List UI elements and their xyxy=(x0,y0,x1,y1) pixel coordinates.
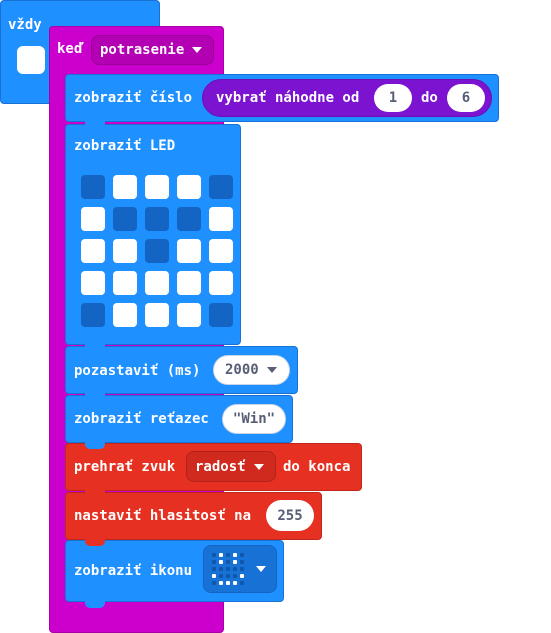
pick-random-label: vybrať náhodne od xyxy=(216,90,360,106)
play-sound-label: prehrať zvuk xyxy=(74,459,176,475)
icon-pixel xyxy=(240,574,244,578)
forever-inner-slot xyxy=(17,46,45,74)
led-cell[interactable] xyxy=(81,303,105,327)
led-cell[interactable] xyxy=(81,207,105,231)
show-leds-label: zobraziť LED xyxy=(74,138,176,154)
led-cell[interactable] xyxy=(209,271,233,295)
block-notch xyxy=(69,103,89,110)
volume-input[interactable]: 255 xyxy=(266,500,314,531)
icon-dropdown[interactable] xyxy=(203,545,277,593)
led-cell[interactable] xyxy=(145,303,169,327)
icon-pixel xyxy=(226,581,230,585)
led-cell[interactable] xyxy=(81,239,105,263)
icon-pixel xyxy=(226,567,230,571)
icon-pixel xyxy=(240,560,244,564)
icon-pixel xyxy=(226,560,230,564)
led-cell[interactable] xyxy=(209,239,233,263)
icon-pixel xyxy=(226,574,230,578)
sound-dropdown-value: radosť xyxy=(195,458,246,475)
icon-pixel xyxy=(212,581,216,585)
icon-pixel xyxy=(219,567,223,571)
pick-random-block[interactable] xyxy=(202,79,492,117)
play-sound-suffix: do konca xyxy=(283,459,351,475)
block-notch xyxy=(85,121,105,128)
chevron-down-icon xyxy=(253,463,264,470)
icon-pixel xyxy=(226,553,230,557)
block-notch xyxy=(85,601,105,608)
block-notch xyxy=(85,344,105,351)
string-input[interactable]: "Win" xyxy=(222,404,286,434)
icon-pixel xyxy=(212,553,216,557)
icon-pixel xyxy=(219,581,223,585)
set-volume-label: nastaviť hlasitosť na xyxy=(74,508,252,524)
led-cell[interactable] xyxy=(209,207,233,231)
icon-pixel xyxy=(212,574,216,578)
block-notch xyxy=(85,490,105,497)
happy-face-icon xyxy=(210,551,246,587)
icon-pixel xyxy=(240,581,244,585)
icon-pixel xyxy=(233,560,237,564)
forever-label: vždy xyxy=(8,17,42,33)
icon-pixel xyxy=(240,567,244,571)
led-cell[interactable] xyxy=(145,239,169,263)
pause-label: pozastaviť (ms) xyxy=(74,363,201,379)
led-cell[interactable] xyxy=(113,303,137,327)
icon-pixel xyxy=(233,553,237,557)
random-from-input[interactable]: 1 xyxy=(374,84,412,112)
sound-dropdown[interactable]: radosť xyxy=(186,451,276,482)
icon-pixel xyxy=(219,553,223,557)
led-cell[interactable] xyxy=(177,303,201,327)
led-cell[interactable] xyxy=(81,175,105,199)
chevron-down-icon xyxy=(256,566,266,572)
led-cell[interactable] xyxy=(209,175,233,199)
block-notch xyxy=(85,393,105,400)
icon-pixel xyxy=(233,581,237,585)
show-number-label: zobraziť číslo xyxy=(74,90,193,106)
led-cell[interactable] xyxy=(209,303,233,327)
gesture-dropdown[interactable]: potrasenie xyxy=(91,35,214,65)
icon-pixel xyxy=(233,567,237,571)
icon-pixel xyxy=(212,567,216,571)
icon-pixel xyxy=(219,560,223,564)
led-cell[interactable] xyxy=(113,207,137,231)
icon-pixel xyxy=(219,574,223,578)
led-cell[interactable] xyxy=(177,239,201,263)
led-cell[interactable] xyxy=(145,175,169,199)
led-cell[interactable] xyxy=(113,271,137,295)
icon-pixel xyxy=(233,574,237,578)
event-label: keď xyxy=(57,41,83,57)
led-cell[interactable] xyxy=(145,207,169,231)
led-cell[interactable] xyxy=(177,175,201,199)
pause-duration-dropdown[interactable]: 2000 xyxy=(213,355,290,385)
led-cell[interactable] xyxy=(177,271,201,295)
block-notch xyxy=(85,539,105,546)
icon-pixel xyxy=(212,560,216,564)
led-cell[interactable] xyxy=(145,271,169,295)
show-icon-label: zobraziť ikonu xyxy=(74,563,193,579)
icon-pixel xyxy=(240,553,244,557)
pause-duration-value: 2000 xyxy=(225,362,259,378)
random-to-label: do xyxy=(421,90,438,106)
random-to-input[interactable]: 6 xyxy=(447,84,485,112)
led-cell[interactable] xyxy=(177,207,201,231)
chevron-down-icon xyxy=(192,47,203,53)
led-cell[interactable] xyxy=(81,271,105,295)
led-cell[interactable] xyxy=(113,175,137,199)
led-cell[interactable] xyxy=(113,239,137,263)
block-notch xyxy=(85,442,105,449)
show-string-label: zobraziť reťazec xyxy=(74,411,209,427)
gesture-dropdown-value: potrasenie xyxy=(100,42,185,58)
chevron-down-icon xyxy=(266,367,277,373)
